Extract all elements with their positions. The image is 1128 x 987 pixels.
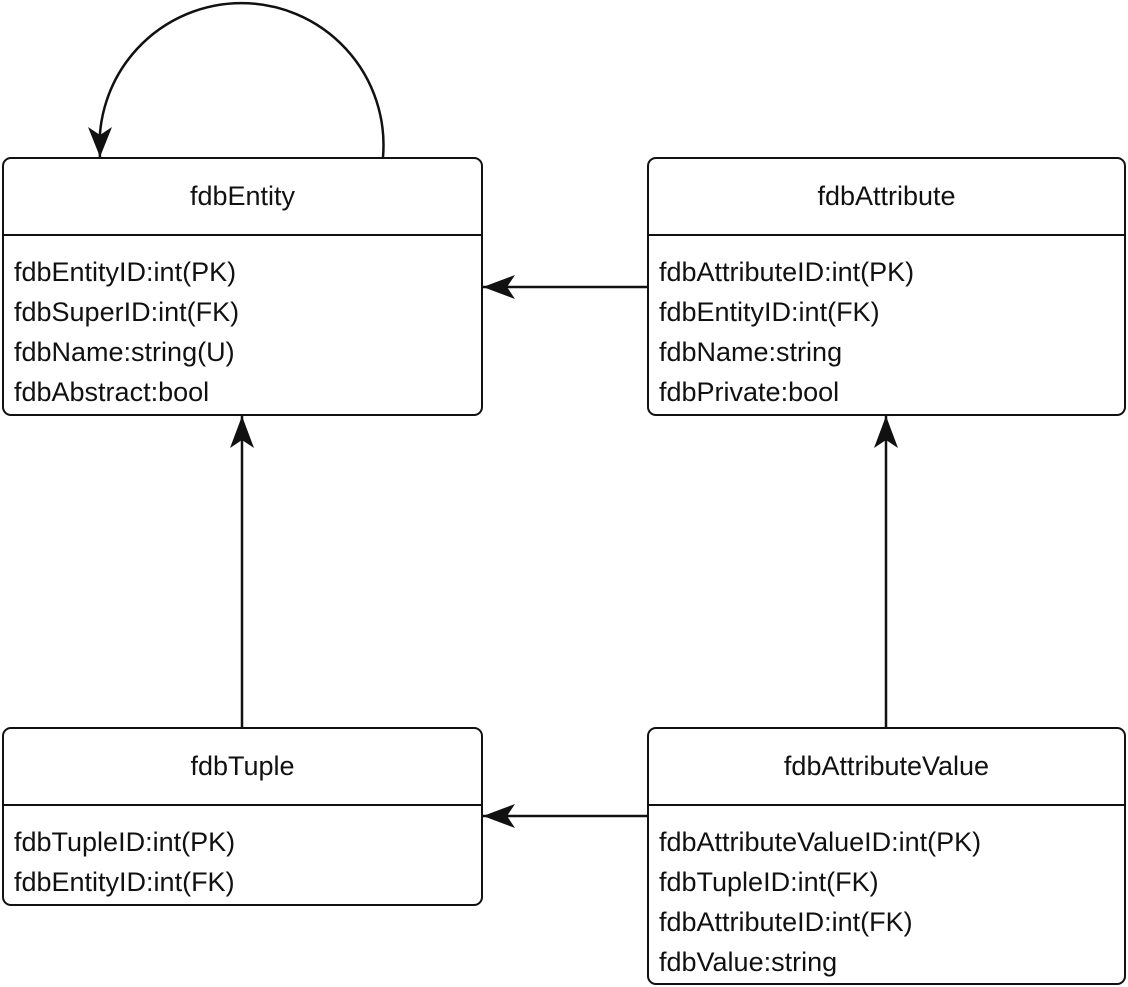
entity-title: fdbEntity [4,159,481,236]
attribute-item: fdbName:string(U) [14,337,235,367]
attribute-item: fdbName:string [659,337,843,367]
attribute-item: fdbAttributeID:int(FK) [659,907,913,937]
attribute-list: fdbEntityID:int(PK) fdbSuperID:int(FK) f… [4,236,481,412]
attribute-item: fdbAttributeID:int(PK) [659,257,915,287]
attribute-list: fdbAttributeValueID:int(PK) fdbTupleID:i… [649,806,1124,982]
attribute-item: fdbTupleID:int(FK) [659,867,879,897]
attribute-item: fdbValue:string [659,947,838,977]
attribute-list: fdbAttributeID:int(PK) fdbEntityID:int(F… [649,236,1124,412]
entity-box-fdbTuple: fdbTuple fdbTupleID:int(PK) fdbEntityID:… [2,727,483,906]
entity-title: fdbAttribute [649,159,1124,236]
entity-box-fdbEntity: fdbEntity fdbEntityID:int(PK) fdbSuperID… [2,157,483,416]
attribute-item: fdbEntityID:int(PK) [14,257,237,287]
arrowhead-self [88,127,112,157]
attribute-item: fdbEntityID:int(FK) [14,867,235,897]
attribute-item: fdbAttributeValueID:int(PK) [659,827,982,857]
attribute-item: fdbPrivate:bool [659,377,840,407]
attribute-item: fdbTupleID:int(PK) [14,827,236,857]
entity-title: fdbTuple [4,729,481,806]
attribute-item: fdbAbstract:bool [14,377,210,407]
self-reference-arrow [98,1,385,158]
entity-box-fdbAttributeValue: fdbAttributeValue fdbAttributeValueID:in… [647,727,1126,985]
attribute-item: fdbSuperID:int(FK) [14,297,240,327]
entity-box-fdbAttribute: fdbAttribute fdbAttributeID:int(PK) fdbE… [647,157,1126,416]
entity-title: fdbAttributeValue [649,729,1124,806]
arrowhead-entity-right [483,275,515,299]
attribute-item: fdbEntityID:int(FK) [659,297,880,327]
arrowhead-attribute-bottom [874,416,898,448]
arrowhead-entity-bottom [230,416,254,448]
attribute-list: fdbTupleID:int(PK) fdbEntityID:int(FK) [4,806,481,902]
arrowhead-tuple-right [483,804,515,828]
